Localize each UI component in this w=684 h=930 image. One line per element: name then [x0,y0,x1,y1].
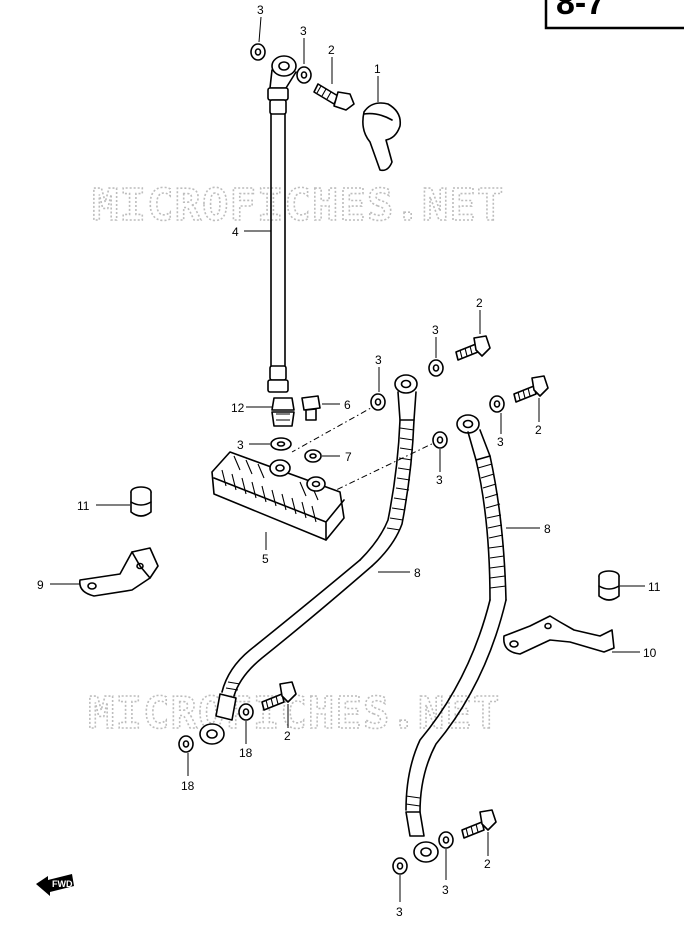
banjo-bolt-2b [455,335,491,361]
callout-3: 3 [442,883,449,897]
fwd-arrow: FWD [36,874,74,896]
clamp-9 [78,547,159,597]
washer-top-left [250,43,266,61]
lower-hose-left [199,374,418,745]
callout-18: 18 [239,746,253,760]
grommet-11a [130,486,152,517]
washer-left-mid [270,437,292,451]
callout-11: 11 [648,580,661,594]
callouts: 3 3 2 1 4 2 3 3 12 6 3 7 3 2 3 8 11 5 9 … [37,3,661,919]
grommet-11b [598,570,620,601]
callout-2: 2 [535,423,542,437]
callout-7: 7 [345,450,352,464]
callout-18: 18 [181,779,195,793]
upper-brake-hose [267,55,297,393]
callout-10: 10 [643,646,657,660]
callout-3: 3 [237,438,244,452]
bleeder-bolt-6 [301,395,321,421]
callout-3: 3 [375,353,382,367]
clamp-10 [503,615,615,655]
callout-5: 5 [262,552,269,566]
banjo-bolt-2d [261,681,297,711]
centerline-2 [335,439,441,491]
junction-block [211,451,345,541]
callout-3: 3 [396,905,403,919]
washer-3i [392,857,408,875]
figure-code: 8-7 [556,0,605,22]
lower-hose-right [405,414,507,863]
cap-1 [362,102,402,172]
callout-3: 3 [300,24,307,38]
washer-3g [489,395,505,413]
washer-18b [178,735,194,753]
callout-6: 6 [344,398,351,412]
figure-code-box: 8-7 [544,0,684,30]
callout-8: 8 [544,522,551,536]
washer-3d [428,359,444,377]
callout-3: 3 [432,323,439,337]
callout-1: 1 [374,62,381,76]
watermark-top: MICROFICHES.NET [92,180,504,231]
callout-12: 12 [231,401,245,415]
callout-11: 11 [77,499,90,513]
banjo-bolt-2e [461,809,497,839]
callout-2: 2 [284,729,291,743]
callout-8: 8 [414,566,421,580]
washer-18a [238,703,254,721]
washer-7 [304,449,322,463]
fwd-label: FWD [52,879,73,889]
callout-2: 2 [476,296,483,310]
centerline-1 [291,403,379,453]
callout-4: 4 [232,225,239,239]
banjo-bolt-2c [513,375,549,403]
callout-2: 2 [328,43,335,57]
callout-3: 3 [497,435,504,449]
callout-3: 3 [257,3,264,17]
banjo-bolt-top [313,83,355,111]
callout-9: 9 [37,578,44,592]
callout-3: 3 [436,473,443,487]
union-bolt-12 [271,397,295,427]
washer-3f [432,431,448,449]
callout-2: 2 [484,857,491,871]
washer-top-right [296,66,312,84]
washer-3h [438,831,454,849]
washer-3c [370,393,386,411]
leader-lines [50,16,645,902]
